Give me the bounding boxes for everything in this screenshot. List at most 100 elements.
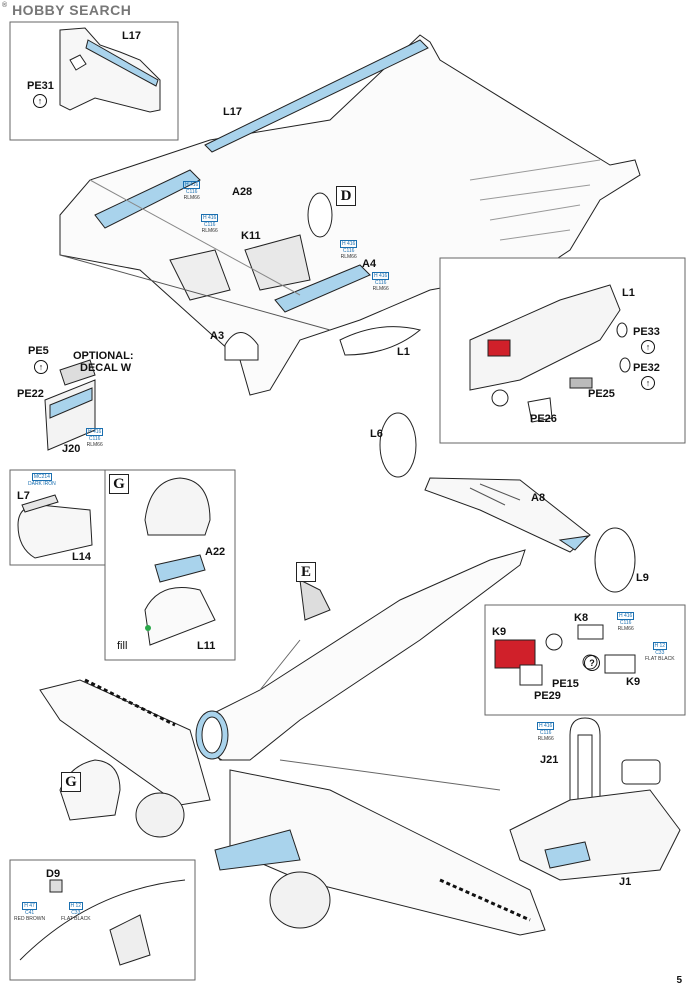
paint-code-secondary: C116 [374,280,387,286]
paint-code: H 416 [183,181,201,189]
paint-code: H 12 [652,642,668,650]
label-k9-left: K9 [492,626,507,638]
label-l7: L7 [17,490,30,502]
paint-name: RLM66 [86,442,103,448]
paint-name: RLM66 [617,626,634,632]
label-j21: J21 [540,754,559,766]
label-a4: A4 [362,258,377,270]
paint-code-secondary: C116 [203,222,216,228]
paint-name: FLAT BLACK [645,656,675,662]
paint-name: DARK IRON [28,481,56,487]
paint-code-secondary: C116 [619,620,632,626]
paint-code: H 416 [617,612,635,620]
label-l17-inset: L17 [122,30,141,42]
label-l17: L17 [223,106,242,118]
assembly-badge-g-inset: G [109,474,129,494]
bend-arrow-icon: ↑ [33,94,47,108]
watermark-text: HOBBY SEARCH [12,2,132,18]
paint-name: RLM66 [340,254,357,260]
paint-code-secondary: C116 [342,248,355,254]
paint-name: RLM66 [201,228,218,234]
label-a3: A3 [210,330,225,342]
paint-code: H 12 [68,902,84,910]
label-l1-inset: L1 [622,287,635,299]
fuselage-upper-half [59,34,641,396]
instrument-frame [244,234,311,291]
label-a28: A28 [232,186,253,198]
label-l11: L11 [197,640,216,652]
label-a8: A8 [531,492,546,504]
assembly-badge-d: D [336,186,356,206]
assembly-badge-e: E [296,562,316,582]
label-pe25: PE25 [588,388,615,400]
part-a28-blue [94,169,201,229]
label-l6: L6 [370,428,383,440]
paint-name: RLM66 [183,195,200,201]
label-k8: K8 [574,612,589,624]
placard-red [487,339,511,357]
label-pe33: PE33 [633,326,660,338]
bend-arrow-icon: ↑ [641,340,655,354]
label-l1-main: L1 [397,346,410,358]
label-pe15: PE15 [552,678,579,690]
label-a22: A22 [205,546,226,558]
label-j20: J20 [62,443,81,455]
watermark-mark: ® [2,2,8,9]
paint-code: MC214 [31,473,52,481]
paint-code: H 47 [22,902,37,910]
paint-name: FLAT BLACK [61,916,91,922]
question-icon: ? [584,655,600,671]
paint-code-secondary: C116 [539,730,552,736]
canopy-rail-blue [85,39,159,87]
page-number: 5 [676,975,682,986]
label-k11: K11 [241,230,261,242]
paint-code: H 416 [537,722,555,730]
label-pe26: PE26 [530,413,557,425]
paint-code-secondary: C41 [24,910,35,916]
paint-code-secondary: C33 [71,910,81,916]
paint-code: H 416 [340,240,358,248]
label-d9: D9 [46,868,61,880]
bend-arrow-icon: ↑ [34,360,48,374]
fill-marker [145,625,151,631]
paint-name: RLM66 [537,736,554,742]
label-pe29: PE29 [534,690,561,702]
optional-note-line1: OPTIONAL: [73,350,134,362]
part-a3 [224,332,259,361]
canopy-rail-part [59,27,161,113]
optional-note-line2: DECAL W [80,362,132,374]
tailplane-a8 [424,477,591,553]
paint-name: RED BROWN [14,916,46,922]
label-pe31: PE31 [27,80,54,92]
paint-code-secondary: C116 [88,436,101,442]
paint-code-secondary: C33 [655,650,665,656]
engine-nacelle-right [269,871,331,929]
watermark-logo: ® HOBBY SEARCH [2,2,131,18]
assembly-badge-g: G [61,772,81,792]
label-l14: L14 [72,551,91,563]
label-pe5: PE5 [28,345,49,357]
fuselage-assembled [199,549,526,761]
label-pe32: PE32 [633,362,660,374]
label-j1: J1 [619,876,632,888]
part-k9-red [494,639,536,669]
bend-arrow-icon: ↑ [641,376,655,390]
label-pe22: PE22 [17,388,44,400]
part-j20-blue [49,387,93,419]
label-fill: fill [117,640,128,652]
paint-code-secondary: C116 [185,189,198,195]
paint-code: H 416 [201,214,219,222]
cockpit-seat [169,249,231,301]
main-wing-left [39,679,211,806]
fuselage-spine-blue [204,39,429,153]
